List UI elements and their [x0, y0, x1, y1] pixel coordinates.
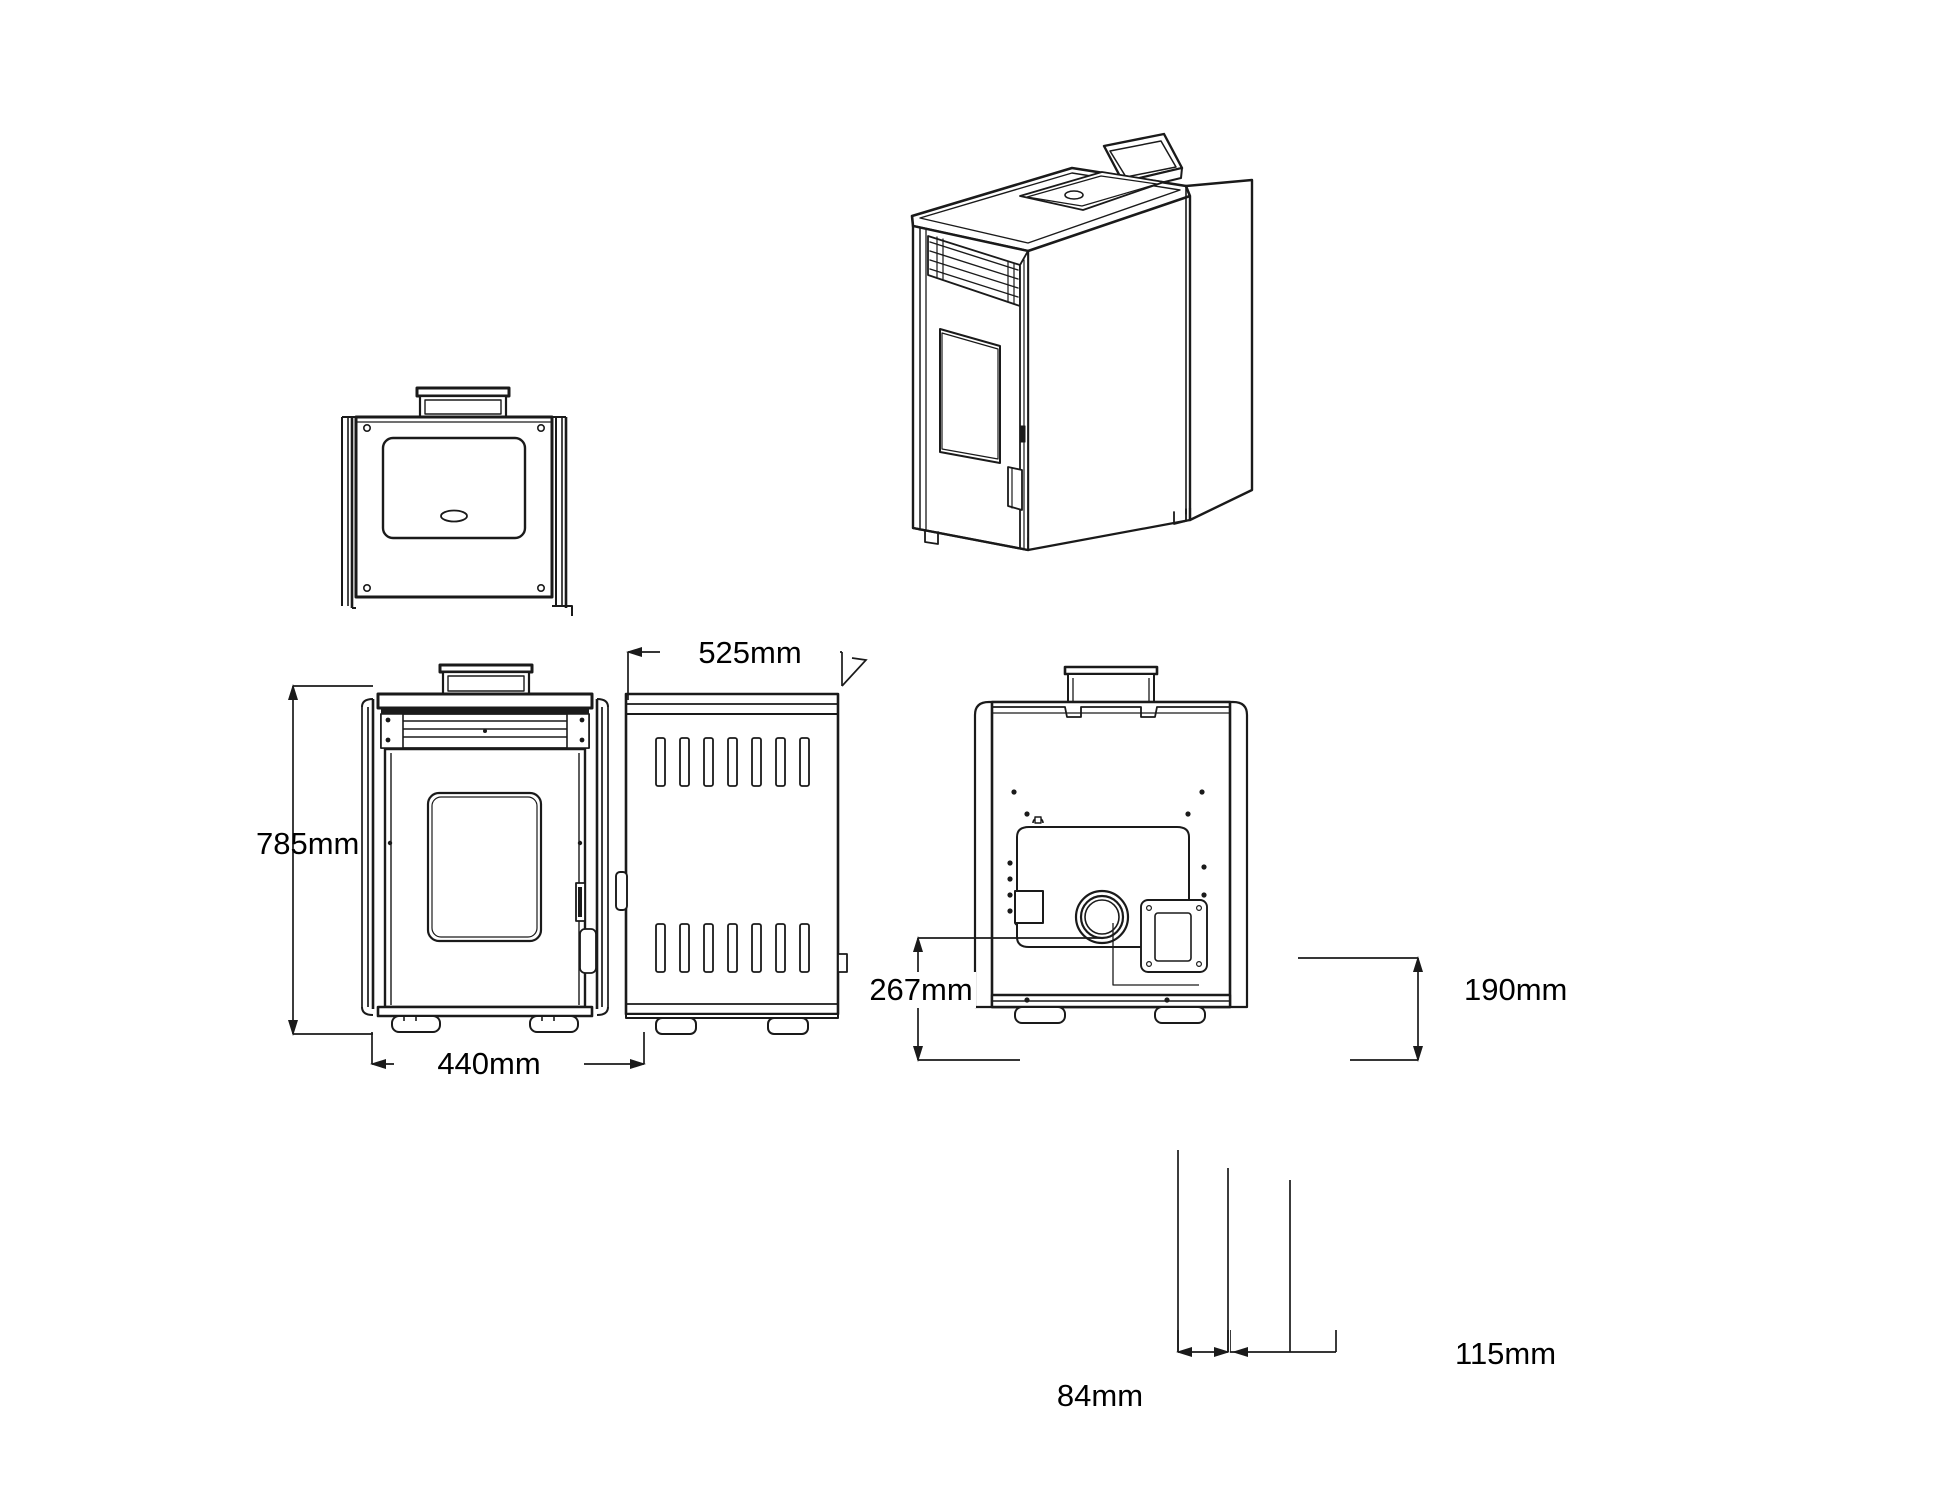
dimension-flue-offset-label: 84mm — [1010, 1378, 1190, 1414]
leveling-feet-icon — [1014, 997, 1206, 1024]
dimension-depth-label: 525mm — [660, 635, 840, 671]
glass-door-icon — [381, 436, 527, 540]
hopper-lid-icon — [1063, 665, 1159, 703]
hopper-opening — [1019, 171, 1165, 211]
isometric-view — [890, 110, 1310, 570]
dimension-intake-offset-label: 115mm — [1455, 1336, 1605, 1372]
door-handle-icon — [575, 882, 597, 974]
leveling-feet-icon — [391, 1015, 579, 1033]
leveling-feet-icon — [655, 1017, 809, 1035]
air-intake-icon — [1140, 899, 1208, 973]
dimension-extension-lines — [1060, 1150, 1460, 1370]
side-view — [610, 662, 870, 1062]
side-vent-slots-icon — [655, 737, 810, 787]
glass-door-icon — [426, 791, 543, 943]
glass-door-icon — [939, 328, 1001, 464]
hopper-lid-icon — [415, 386, 511, 419]
dimension-flue-height-label: 267mm — [866, 972, 976, 1008]
dimension-intake-height — [1240, 940, 1440, 1100]
dimension-width-label: 440mm — [394, 1046, 584, 1082]
dimension-intake-height-label: 190mm — [1464, 972, 1584, 1008]
leveling-feet-icon — [924, 508, 1187, 545]
door-handle-icon — [1007, 466, 1023, 511]
door-handle-icon — [615, 871, 628, 911]
dimension-height — [268, 670, 388, 1070]
side-vent-slots-lower-icon — [655, 923, 810, 973]
rear-view — [955, 655, 1285, 1055]
dimension-flue-height — [900, 912, 1120, 1092]
dimension-height-label: 785mm — [256, 826, 360, 861]
louver-grille-icon — [380, 708, 590, 749]
top-view — [330, 370, 610, 630]
dimension-115-leader — [1230, 1330, 1450, 1390]
hopper-lid-icon — [438, 663, 534, 696]
front-view — [340, 655, 670, 1055]
